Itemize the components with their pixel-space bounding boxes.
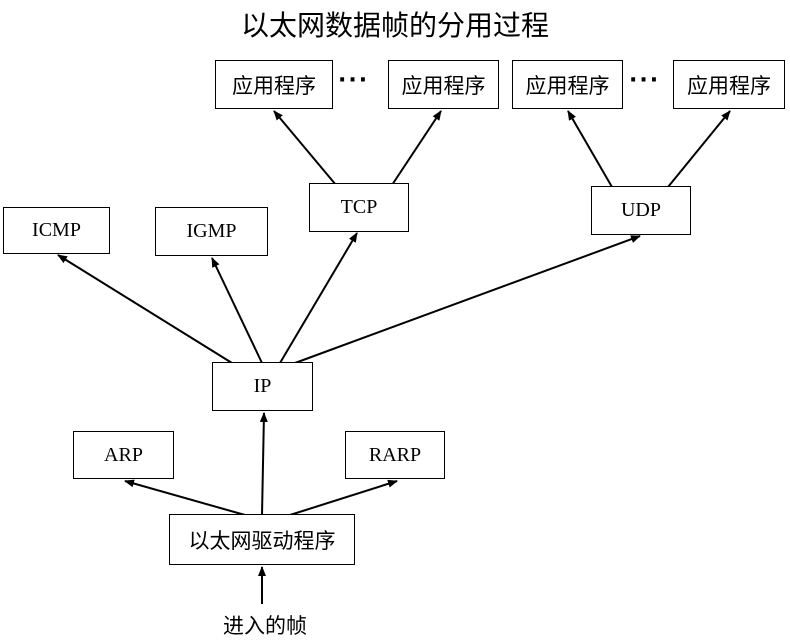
arp-box: ARP bbox=[73, 431, 174, 479]
arrow-ip-to-udp bbox=[294, 235, 641, 364]
arrow-driver-to-arp bbox=[124, 479, 246, 516]
tcp-box: TCP bbox=[309, 183, 409, 232]
app-box-2: 应用程序 bbox=[388, 60, 499, 109]
arrow-ip-to-tcp bbox=[279, 232, 358, 364]
arrow-tcp-to-app2 bbox=[391, 110, 442, 186]
diagram-title: 以太网数据帧的分用过程 bbox=[240, 9, 549, 42]
arrow-driver-to-rarp bbox=[289, 479, 398, 516]
ellipsis-left: ··· bbox=[338, 68, 370, 93]
ethernet-driver-box: 以太网驱动程序 bbox=[169, 514, 355, 565]
app-box-1: 应用程序 bbox=[215, 60, 333, 109]
app-box-3: 应用程序 bbox=[512, 60, 623, 109]
arrow-tcp-to-app1 bbox=[273, 110, 337, 186]
rarp-box: RARP bbox=[345, 431, 445, 479]
ip-box: IP bbox=[212, 362, 313, 411]
ellipsis-right: ··· bbox=[629, 68, 661, 93]
icmp-box: ICMP bbox=[3, 207, 110, 254]
udp-box: UDP bbox=[591, 186, 691, 235]
arrow-udp-to-app3 bbox=[567, 110, 613, 188]
igmp-box: IGMP bbox=[155, 207, 268, 256]
arrow-driver-to-ip bbox=[259, 412, 268, 516]
app-box-4: 应用程序 bbox=[673, 60, 785, 109]
arrow-ip-to-igmp bbox=[211, 257, 263, 364]
incoming-frame-label: 进入的帧 bbox=[223, 614, 307, 638]
arrow-ip-to-icmp bbox=[57, 254, 233, 364]
arrow-udp-to-app4 bbox=[667, 110, 731, 188]
